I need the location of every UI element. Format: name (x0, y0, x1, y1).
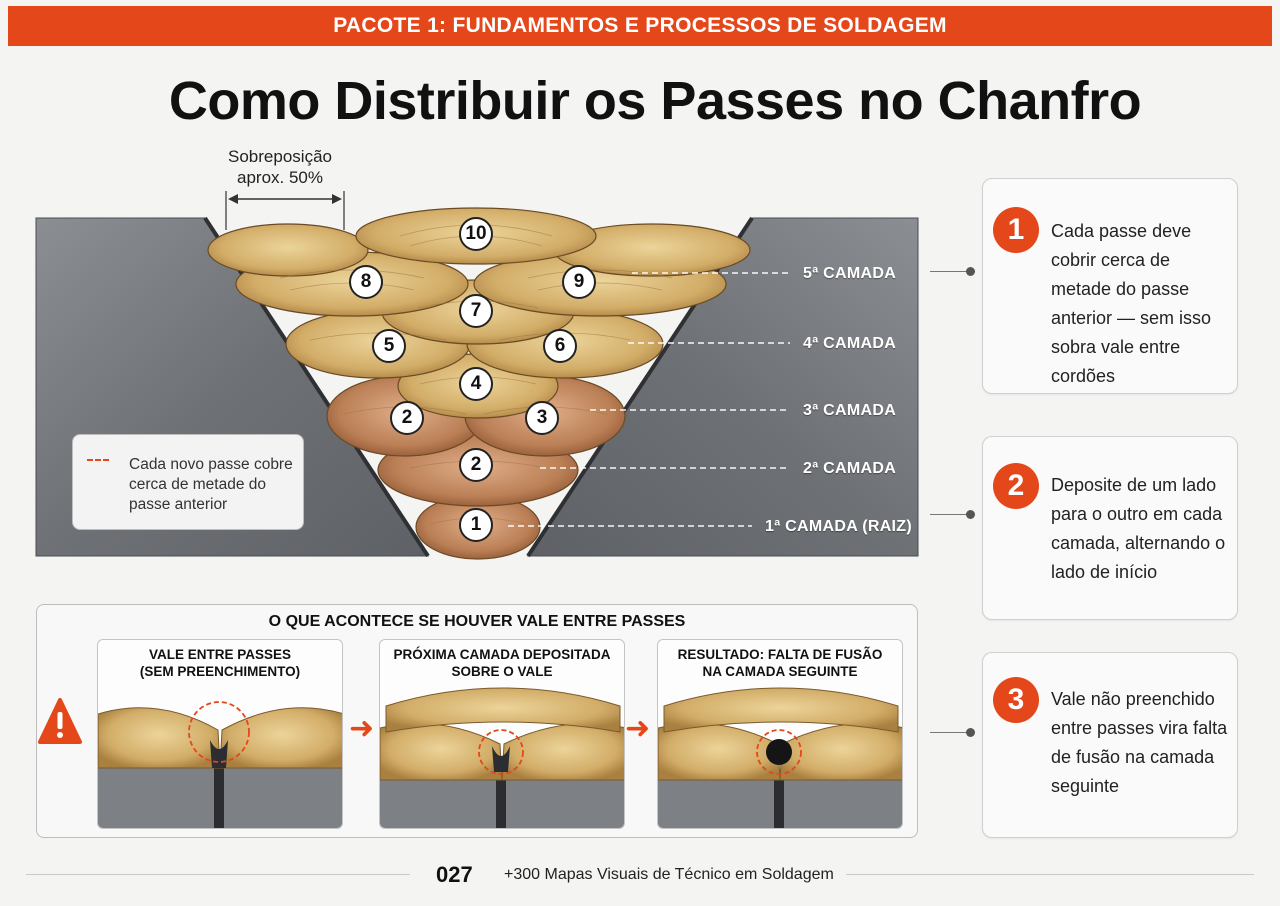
lack-of-fusion-illustration (658, 687, 902, 828)
overlap-label-line1: Sobreposição (228, 147, 332, 166)
tip-text-1: Cada passe deve cobrir cerca de metade d… (1051, 221, 1212, 386)
footer-text: +300 Mapas Visuais de Técnico em Soldage… (504, 866, 834, 883)
panel-next-layer: PRÓXIMA CAMADA DEPOSITADA SOBRE O VALE (379, 639, 625, 829)
connector-1 (930, 271, 970, 272)
panel-lack-of-fusion: RESULTADO: FALTA DE FUSÃO NA CAMADA SEGU… (657, 639, 903, 829)
connector-3 (930, 732, 970, 733)
bead-number-2-upper: 2 (390, 401, 424, 435)
panel-1-title-line1: VALE ENTRE PASSES (148, 647, 292, 662)
overlap-label-line2: aprox. 50% (237, 168, 323, 187)
panel-3-title-line2: NA CAMADA SEGUINTE (702, 664, 858, 679)
bead-number-1: 1 (459, 508, 493, 542)
bead-number-10: 10 (459, 217, 493, 251)
bead-top-left-shape (207, 223, 369, 277)
footer-divider-left (26, 874, 410, 875)
tip-text-2: Deposite de um lado para o outro em cada… (1051, 475, 1226, 582)
bead-number-4: 4 (459, 367, 493, 401)
bead-number-3: 3 (525, 401, 559, 435)
page-number: 027 (436, 862, 473, 887)
banner-text: PACOTE 1: FUNDAMENTOS E PROCESSOS DE SOL… (333, 14, 947, 37)
bead-number-8: 8 (349, 265, 383, 299)
header-banner: PACOTE 1: FUNDAMENTOS E PROCESSOS DE SOL… (8, 6, 1272, 46)
bead-number-7: 7 (459, 294, 493, 328)
connector-2 (930, 514, 970, 515)
tip-number-2: 2 (993, 463, 1039, 509)
footer-divider-right (846, 874, 1254, 875)
layer-label-3: 3ª CAMADA (803, 402, 897, 419)
valley-panel-title: O QUE ACONTECE SE HOUVER VALE ENTRE PASS… (268, 613, 686, 630)
tip-number-3: 3 (993, 677, 1039, 723)
layer-label-5: 5ª CAMADA (803, 265, 897, 282)
bead-number-5: 5 (372, 329, 406, 363)
tip-card-3: 3 Vale não preenchido entre passes vira … (982, 652, 1238, 838)
arrow-right-icon: ➜ (625, 712, 651, 745)
tip-card-1: 1 Cada passe deve cobrir cerca de metade… (982, 178, 1238, 394)
panel-3-title-line1: RESULTADO: FALTA DE FUSÃO (677, 647, 883, 662)
connector-dot-3 (966, 728, 975, 737)
valley-consequence-panel: O QUE ACONTECE SE HOUVER VALE ENTRE PASS… (36, 604, 918, 838)
panel-2-title-line1: PRÓXIMA CAMADA DEPOSITADA (393, 647, 611, 662)
panel-valley-between-passes: VALE ENTRE PASSES (SEM PREENCHIMENTO) (97, 639, 343, 829)
bead-number-2: 2 (459, 448, 493, 482)
note-box: Cada novo passe cobre cerca de metade do… (72, 434, 304, 530)
dashed-line-legend-icon (87, 459, 109, 461)
layer-label-1: 1ª CAMADA (RAIZ) (765, 518, 913, 535)
panel-1-title-line2: (SEM PREENCHIMENTO) (139, 664, 301, 679)
note-text: Cada novo passe cobre cerca de metade do… (129, 456, 293, 513)
panel-2-title-line2: SOBRE O VALE (451, 664, 553, 679)
panel-2-title: PRÓXIMA CAMADA DEPOSITADA SOBRE O VALE (380, 646, 624, 680)
valley-illustration (98, 701, 342, 828)
page-title: Como Distribuir os Passes no Chanfro (168, 71, 1142, 131)
connector-dot-2 (966, 510, 975, 519)
tip-text-3: Vale não preenchido entre passes vira fa… (1051, 689, 1228, 796)
arrow-right-icon: ➜ (349, 712, 375, 745)
warning-icon (38, 698, 82, 744)
tip-card-2: 2 Deposite de um lado para o outro em ca… (982, 436, 1238, 620)
panel-3-title: RESULTADO: FALTA DE FUSÃO NA CAMADA SEGU… (658, 646, 902, 680)
next-layer-illustration (380, 687, 624, 828)
layer-label-2: 2ª CAMADA (803, 460, 897, 477)
connector-dot-1 (966, 267, 975, 276)
panel-1-title: VALE ENTRE PASSES (SEM PREENCHIMENTO) (98, 646, 342, 680)
bead-number-6: 6 (543, 329, 577, 363)
layer-label-4: 4ª CAMADA (803, 335, 897, 352)
bead-number-9: 9 (562, 265, 596, 299)
overlap-label: Sobreposição aprox. 50% (212, 146, 348, 188)
tip-number-1: 1 (993, 207, 1039, 253)
